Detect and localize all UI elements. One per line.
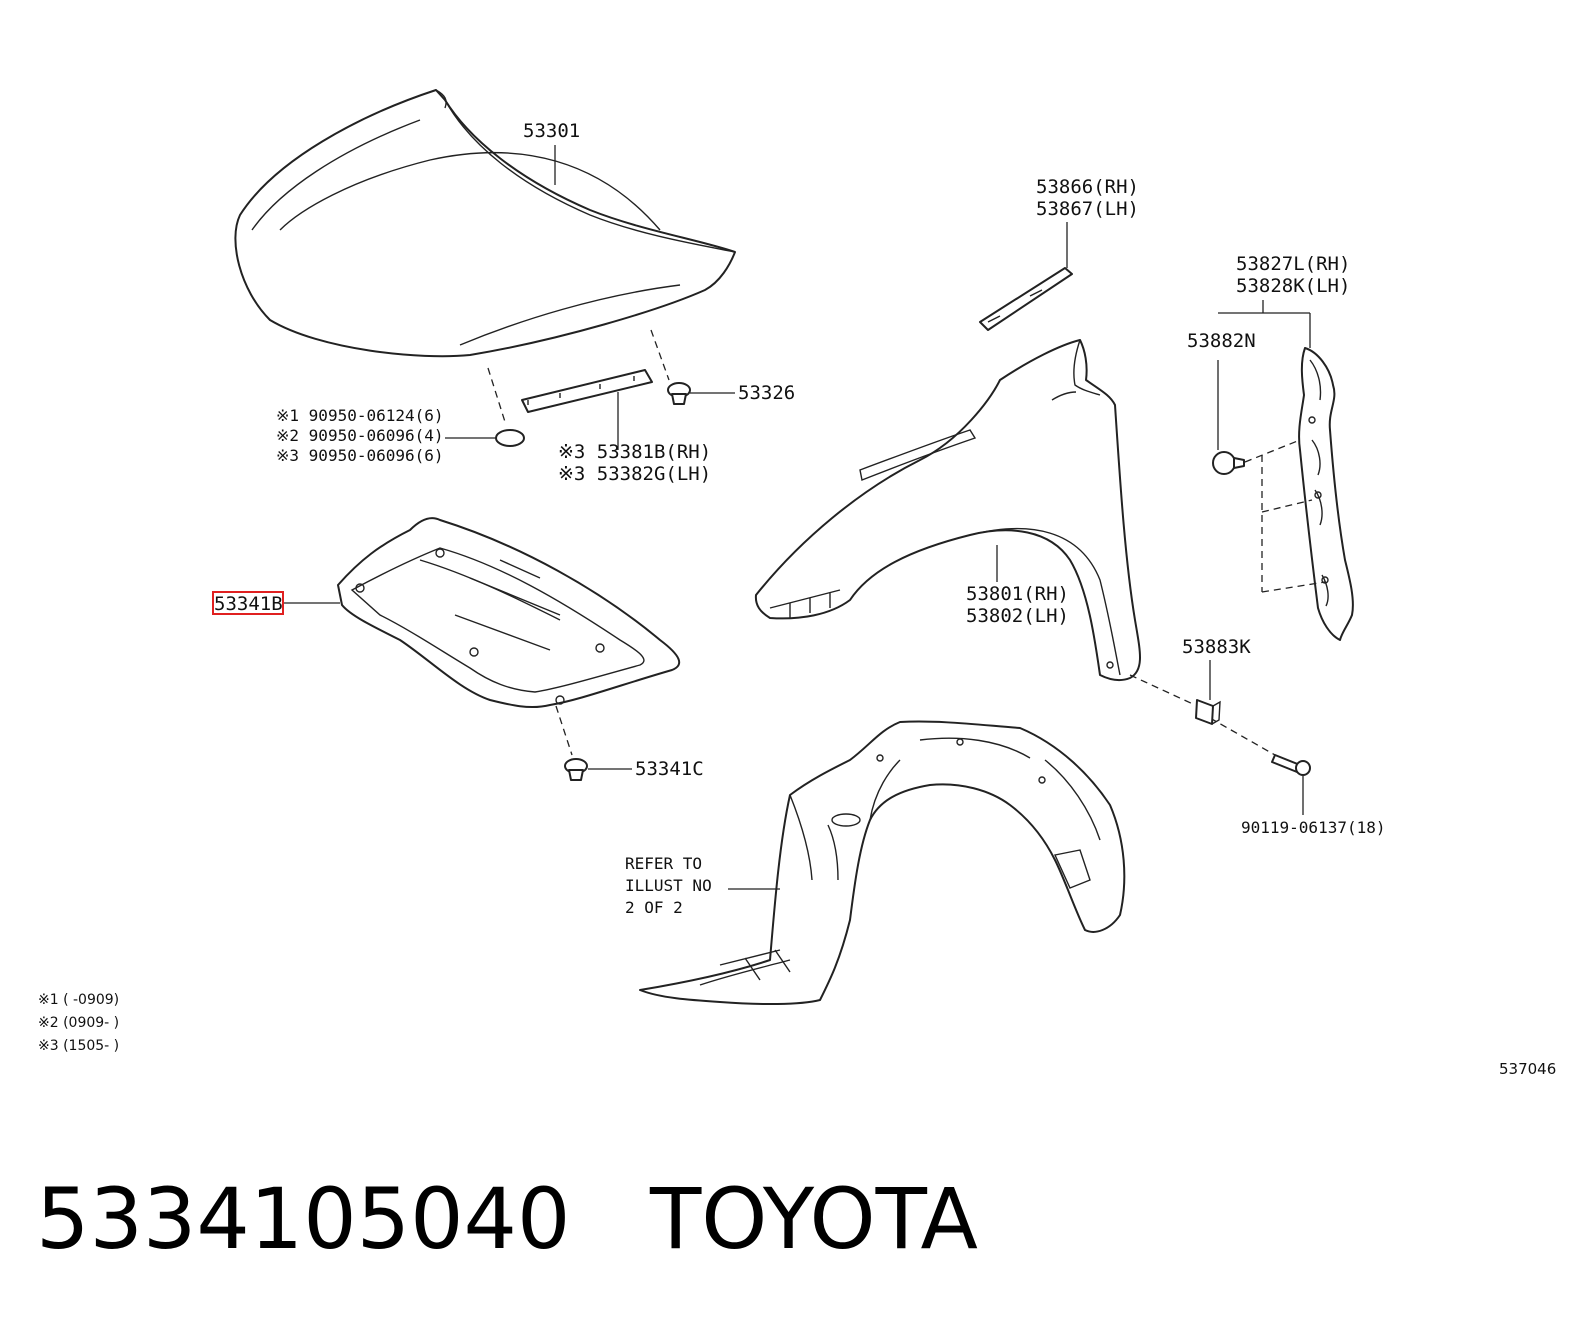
fender-seal-part[interactable] — [979, 267, 1073, 331]
fender-rh-callout: 53801(RH) — [966, 583, 1069, 605]
insulator-highlight-box — [212, 591, 284, 615]
hood-callout: 53301 — [523, 120, 580, 142]
apron-seal-lh-callout: 53828K(LH) — [1236, 275, 1350, 297]
bolt-callout: 90119-06137(18) — [1241, 818, 1386, 837]
fender-liner-part[interactable] — [639, 720, 1126, 1006]
nut-53883k-part[interactable] — [1195, 699, 1221, 725]
hood-part[interactable] — [234, 89, 736, 358]
footer-brand: TOYOTA — [649, 1170, 978, 1268]
refer-text-line-3: 2 OF 2 — [625, 898, 683, 917]
ref-note-2: ※2 90950-06096(4) — [276, 426, 444, 445]
clip-53326-part[interactable] — [667, 382, 691, 405]
hood-cushion[interactable] — [495, 429, 525, 447]
bolt-part[interactable] — [1271, 754, 1311, 776]
cowl-seal-part[interactable] — [521, 369, 653, 413]
ref-note-3: ※3 90950-06096(6) — [276, 446, 444, 465]
fender-lh-callout: 53802(LH) — [966, 605, 1069, 627]
apron-seal-rh-callout: 53827L(RH) — [1236, 253, 1350, 275]
nut-53883k-callout: 53883K — [1182, 636, 1251, 658]
date-note-2: ※2 (0909- ) — [38, 1015, 119, 1031]
illustration-code: 537046 — [1499, 1060, 1556, 1078]
hood-insulator-part[interactable] — [337, 517, 681, 709]
clip-53326-callout: 53326 — [738, 382, 795, 404]
ref-note-1: ※1 90950-06124(6) — [276, 406, 444, 425]
date-note-3: ※3 (1505- ) — [38, 1038, 119, 1054]
fender-seal-rh-callout: 53866(RH) — [1036, 176, 1139, 198]
refer-text-line-1: REFER TO — [625, 854, 702, 873]
footer-part-number: 5334105040 — [36, 1170, 570, 1268]
insulator-callout: 53341B — [214, 593, 283, 615]
date-note-1: ※1 ( -0909) — [38, 992, 119, 1008]
cowl-seal-lh-callout: ※3 53382G(LH) — [558, 463, 711, 485]
cowl-seal-rh-callout: ※3 53381B(RH) — [558, 441, 711, 463]
apron-seal-part[interactable] — [1298, 347, 1354, 641]
clip-53882n-callout: 53882N — [1187, 330, 1256, 352]
refer-text-line-2: ILLUST NO — [625, 876, 712, 895]
clip-53341c-callout: 53341C — [635, 758, 704, 780]
fender-seal-lh-callout: 53867(LH) — [1036, 198, 1139, 220]
front-fender-part[interactable] — [754, 339, 1141, 682]
clip-53882n-part[interactable] — [1212, 451, 1245, 475]
clip-53341c-part[interactable] — [564, 758, 588, 781]
